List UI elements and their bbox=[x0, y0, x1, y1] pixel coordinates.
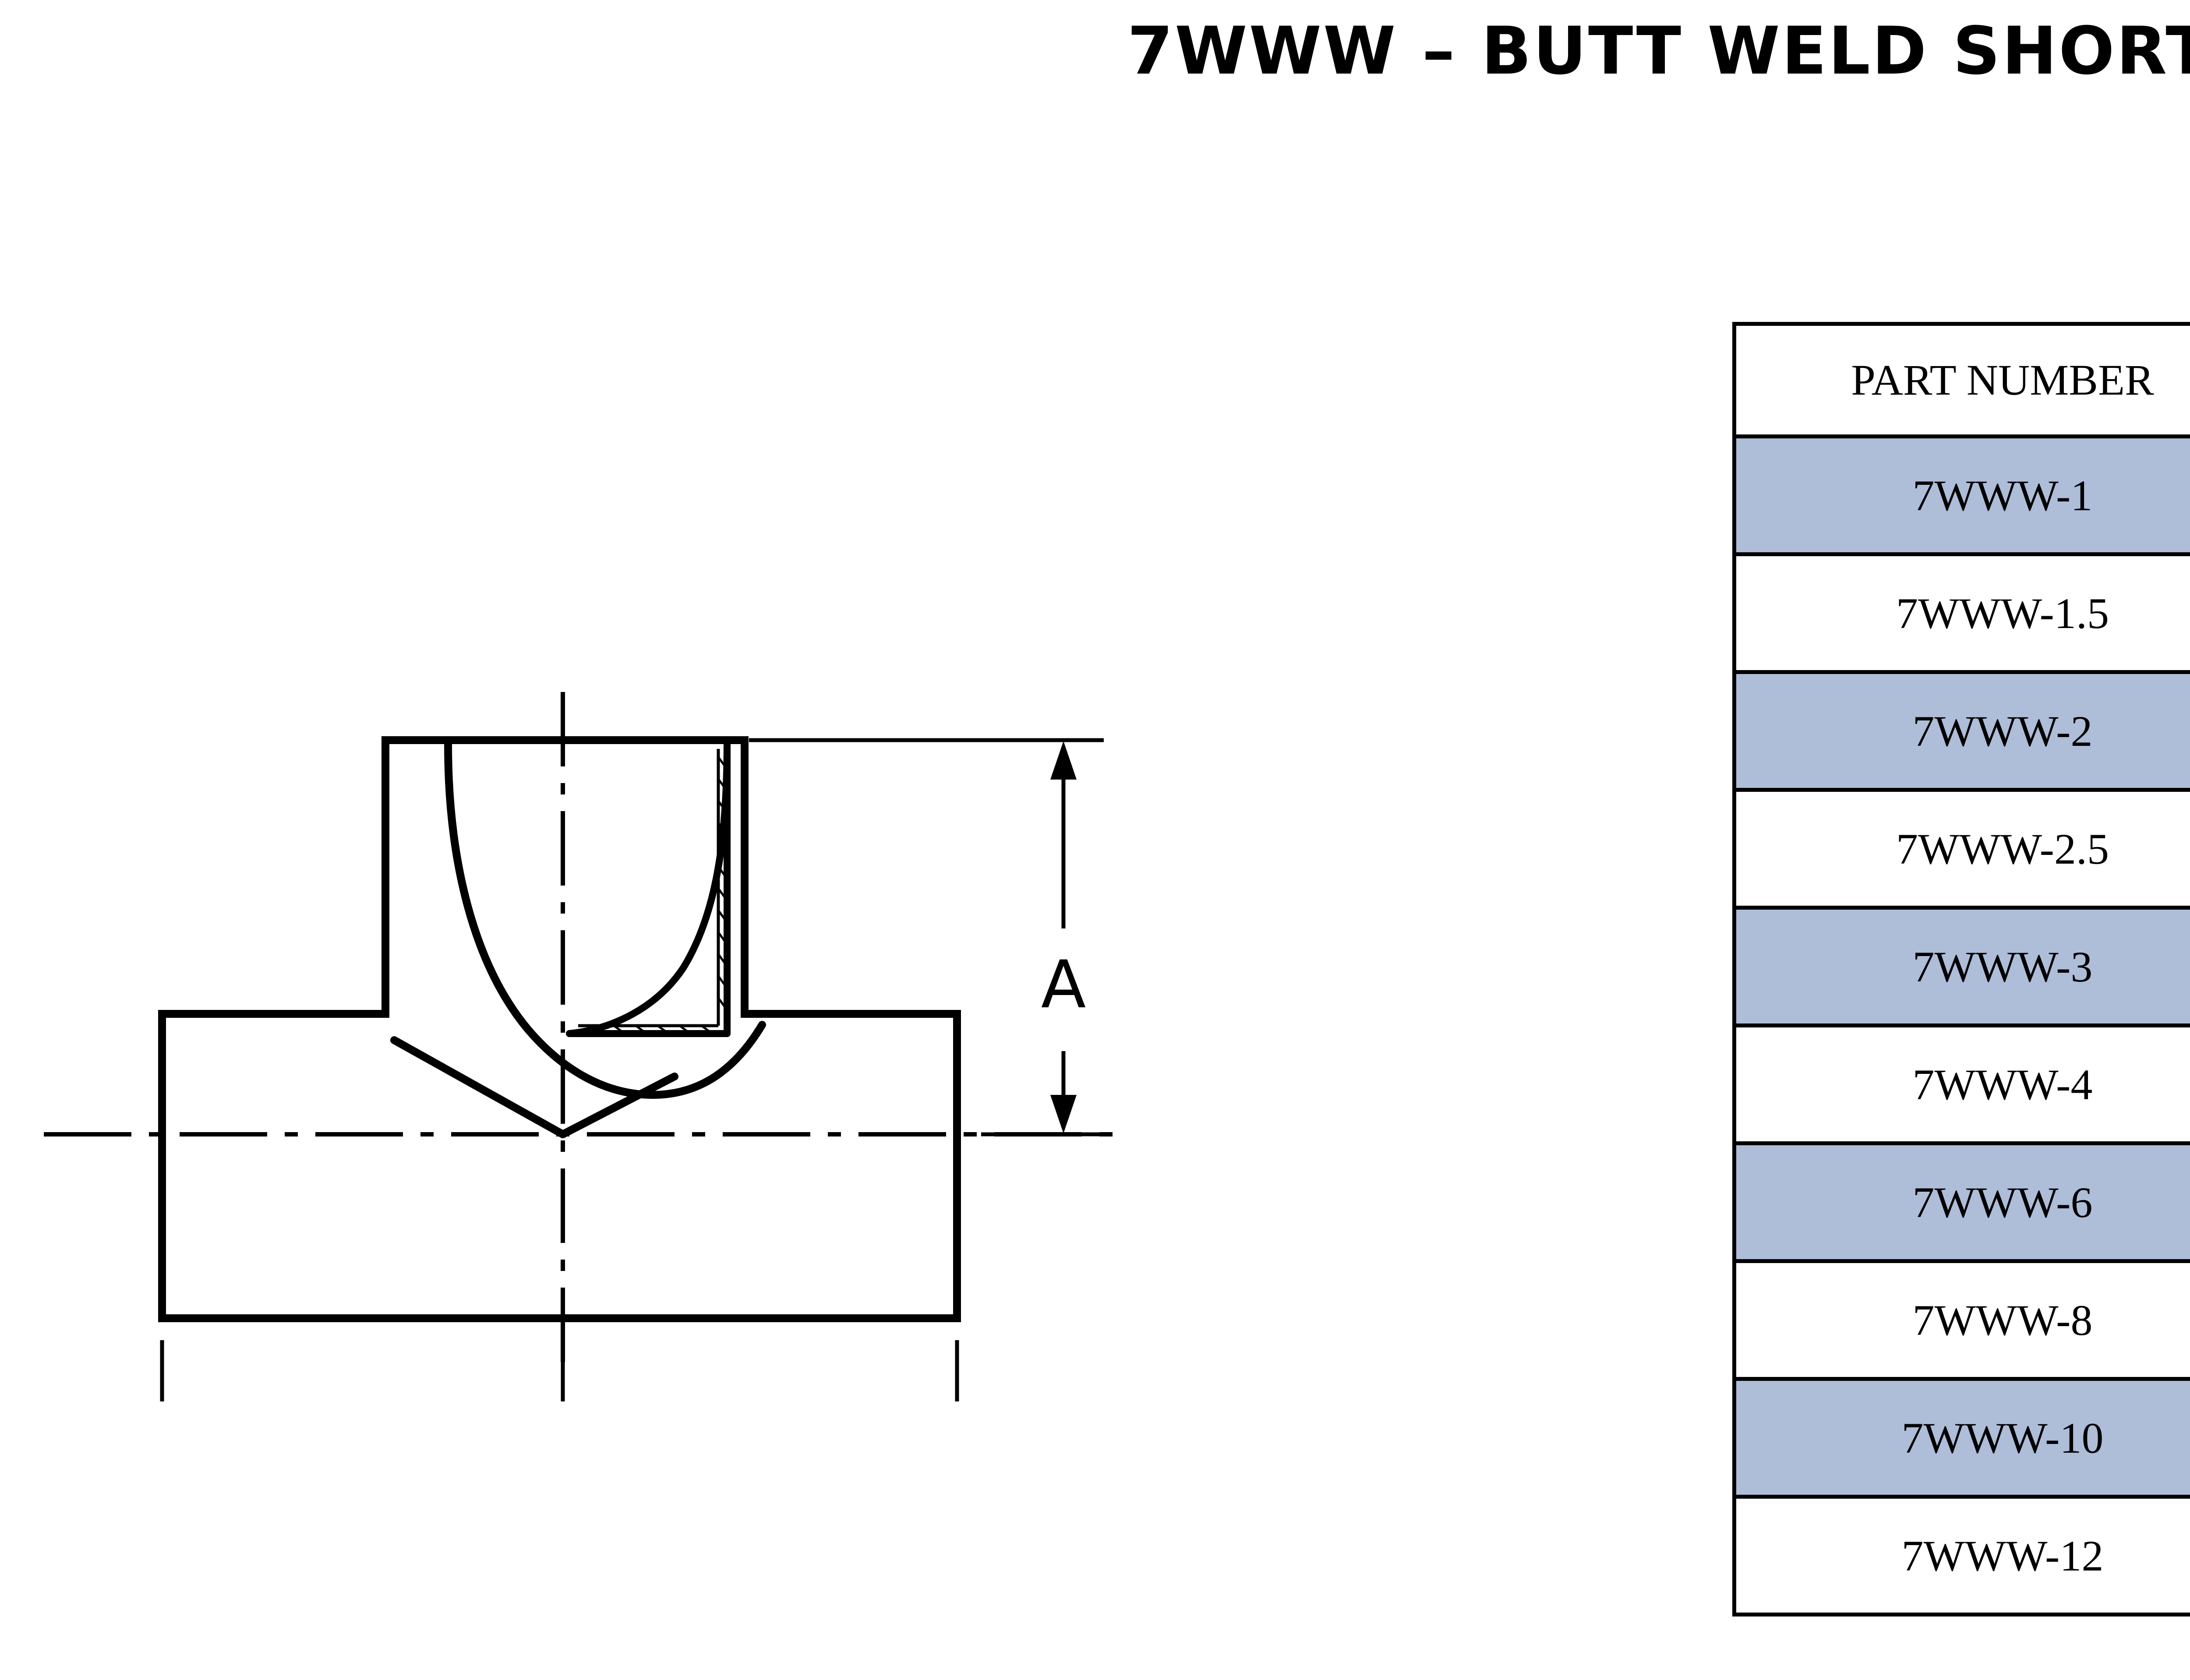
table-row: 7WWW-1.51-1/21.6563.312 bbox=[1732, 552, 2190, 674]
cell-part-number: 7WWW-2.5 bbox=[1732, 788, 2190, 910]
column-header-part-number: PART NUMBER bbox=[1732, 322, 2190, 438]
table-row: 7WWW-665.62511.250 bbox=[1732, 1141, 2190, 1263]
cell-part-number: 7WWW-4 bbox=[1732, 1024, 2190, 1145]
table-row: 7WWW-121210.00020.000 bbox=[1732, 1495, 2190, 1616]
tee-technical-drawing: A A B bbox=[0, 307, 1314, 1618]
dimension-label-a-vertical: A bbox=[1041, 947, 1086, 1023]
page-title: 7WWW – BUTT WELD SHORT TEE bbox=[1127, 13, 2190, 89]
table-row: 7WWW-222.0634.125 bbox=[1732, 670, 2190, 792]
table-row: 7WWW-887.00014.000 bbox=[1732, 1259, 2190, 1381]
cell-part-number: 7WWW-1 bbox=[1732, 434, 2190, 556]
table-row: 7WWW-10108.50017.000 bbox=[1732, 1377, 2190, 1499]
table-header-row: PART NUMBER SIZE (inches) A (inches) B (… bbox=[1732, 322, 2190, 438]
table-row: 7WWW-2.52-1/22.3444.688 bbox=[1732, 788, 2190, 910]
cell-part-number: 7WWW-12 bbox=[1732, 1495, 2190, 1616]
cell-part-number: 7WWW-2 bbox=[1732, 670, 2190, 792]
dimensions-table: PART NUMBER SIZE (inches) A (inches) B (… bbox=[1732, 322, 2190, 1616]
table-row: 7WWW-443.4386.875 bbox=[1732, 1024, 2190, 1145]
cell-part-number: 7WWW-3 bbox=[1732, 906, 2190, 1027]
table-row: 7WWW-332.5945.188 bbox=[1732, 906, 2190, 1027]
cell-part-number: 7WWW-1.5 bbox=[1732, 552, 2190, 674]
cell-part-number: 7WWW-10 bbox=[1732, 1377, 2190, 1499]
cell-part-number: 7WWW-8 bbox=[1732, 1259, 2190, 1381]
cell-part-number: 7WWW-6 bbox=[1732, 1141, 2190, 1263]
table-row: 7WWW-111.1252.250 bbox=[1732, 434, 2190, 556]
